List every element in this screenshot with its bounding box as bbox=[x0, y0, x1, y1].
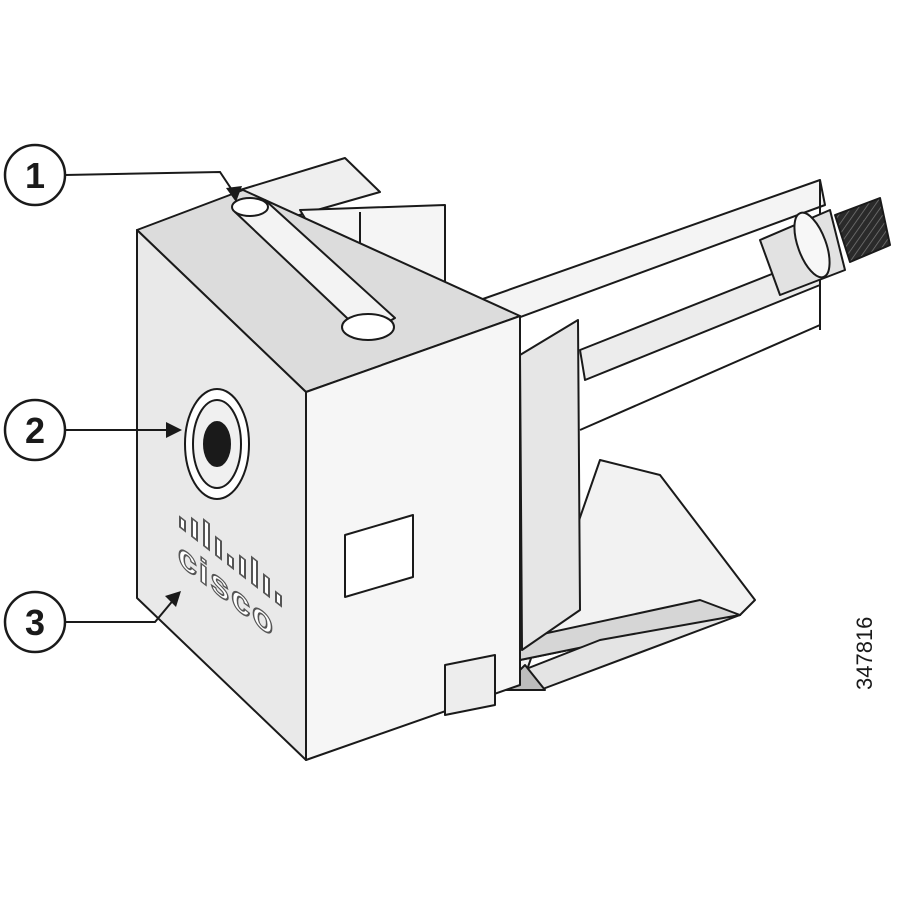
callout-2: 2 bbox=[3, 398, 182, 462]
callout-1: 1 bbox=[3, 143, 242, 207]
cable-rods bbox=[479, 179, 891, 431]
callout-2-number: 2 bbox=[25, 410, 45, 451]
shutter-plate bbox=[519, 319, 581, 651]
callout-1-number: 1 bbox=[25, 155, 45, 196]
knurled-end bbox=[834, 197, 891, 263]
front-port bbox=[184, 388, 250, 500]
logo-bars bbox=[179, 515, 282, 608]
latch-ridge bbox=[231, 197, 396, 341]
callout-3: 3 bbox=[3, 590, 181, 654]
base-plate bbox=[497, 459, 756, 691]
callout-3-number: 3 bbox=[25, 602, 45, 643]
rear-step bbox=[444, 654, 496, 716]
side-window bbox=[344, 514, 414, 598]
figure-id: 347816 bbox=[852, 617, 877, 690]
